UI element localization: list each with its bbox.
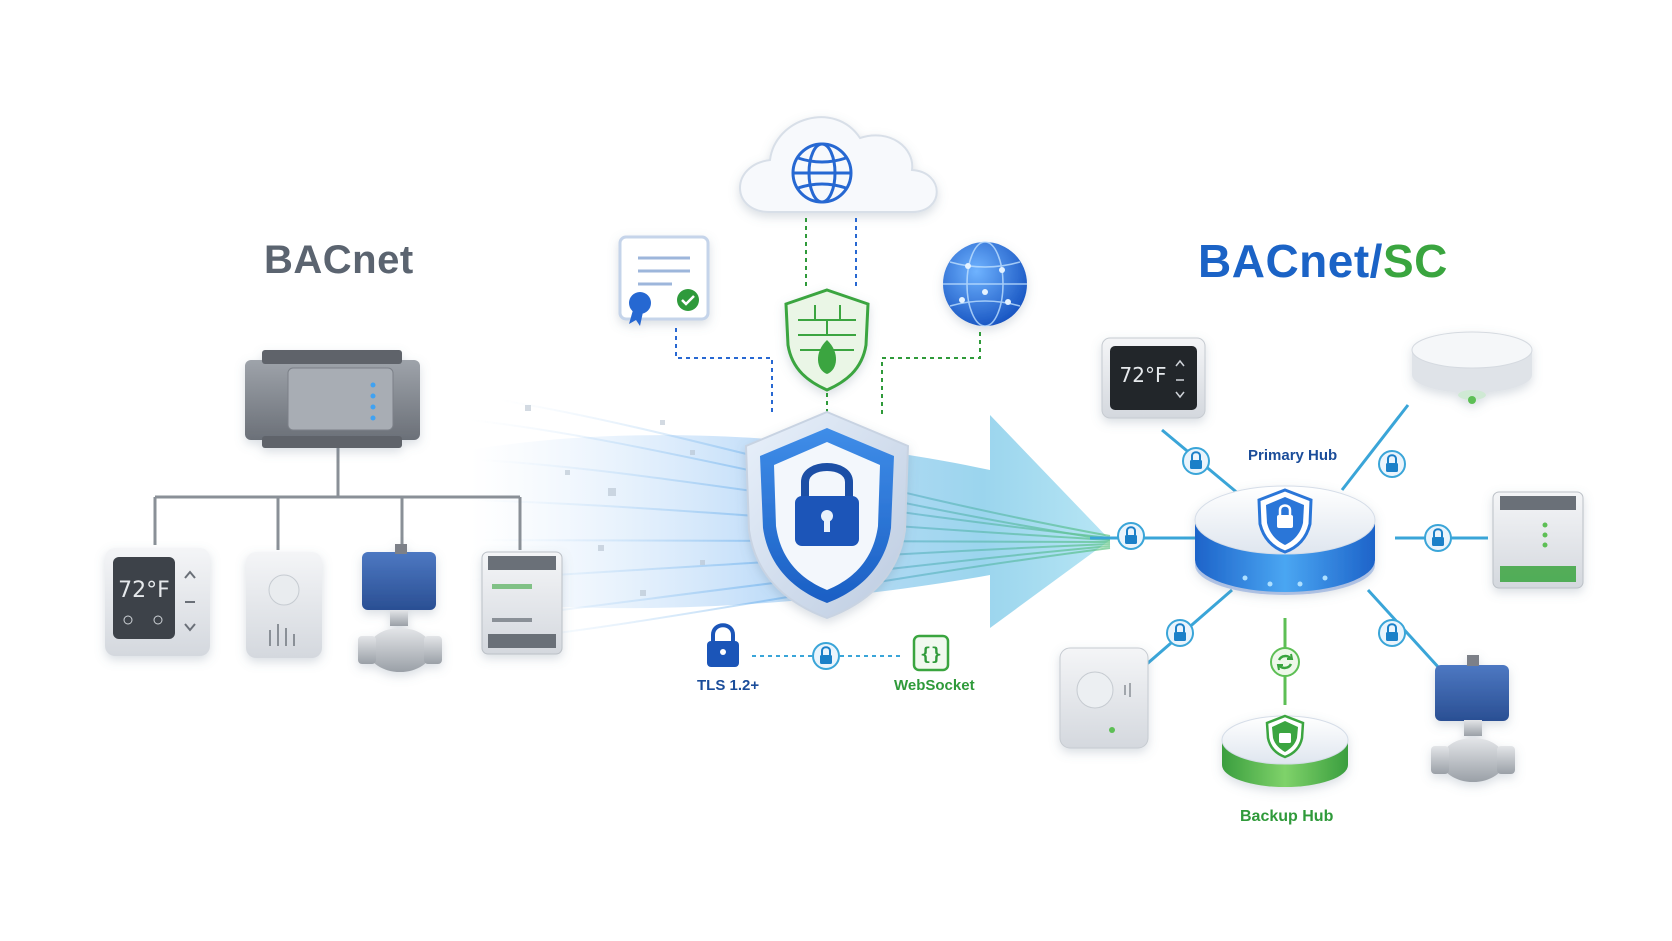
cloud-icon <box>739 116 938 213</box>
secure-title-part2: SC <box>1382 235 1448 287</box>
lock-icon <box>1378 450 1406 478</box>
globe-network-icon <box>943 241 1027 327</box>
legacy-controller <box>245 350 420 448</box>
backup-hub-label: Backup Hub <box>1240 808 1334 825</box>
sc-valve-actuator <box>1431 655 1515 782</box>
websocket-icon: {} <box>912 634 950 672</box>
lock-icon <box>1117 522 1145 550</box>
sc-occupancy-sensor <box>1059 647 1149 749</box>
certificate-icon <box>618 235 710 326</box>
legacy-wiring <box>153 445 522 550</box>
sc-io-module <box>1492 491 1584 589</box>
tls-label: TLS 1.2+ <box>697 677 760 694</box>
secure-title: BACnet/SC <box>1198 234 1448 288</box>
sc-ceiling-sensor <box>1411 331 1533 404</box>
primary-hub <box>1194 485 1376 595</box>
primary-hub-label: Primary Hub <box>1248 447 1338 464</box>
legacy-io-module <box>481 551 563 655</box>
websocket-glyph: {} <box>920 644 942 665</box>
legacy-thermostat-temp: 72°F <box>118 578 170 603</box>
secure-title-part1: BACnet/ <box>1198 235 1383 287</box>
legacy-valve-actuator <box>358 544 442 672</box>
legacy-thermostat: 72°F <box>105 548 210 656</box>
sync-icon <box>1270 647 1300 677</box>
legacy-title: BACnet <box>264 238 414 282</box>
websocket-label: WebSocket <box>894 677 975 694</box>
lock-icon <box>1182 447 1210 475</box>
link-lock-badges <box>1117 447 1452 677</box>
shield-lock-icon <box>744 410 910 620</box>
sc-thermostat: 72°F <box>1101 337 1206 419</box>
lock-icon <box>1378 619 1406 647</box>
status-leds <box>370 382 376 421</box>
lock-icon <box>1166 619 1194 647</box>
sc-thermostat-temp: 72°F <box>1120 363 1167 387</box>
legacy-occupancy-sensor <box>246 552 322 658</box>
cloud-globe-icon <box>791 142 853 204</box>
firewall-shield-icon <box>784 288 870 392</box>
lock-icon <box>812 642 840 670</box>
tls-lock-icon <box>707 623 739 667</box>
backup-hub <box>1221 714 1349 787</box>
lock-icon <box>1424 524 1452 552</box>
security-connectors <box>675 218 981 420</box>
